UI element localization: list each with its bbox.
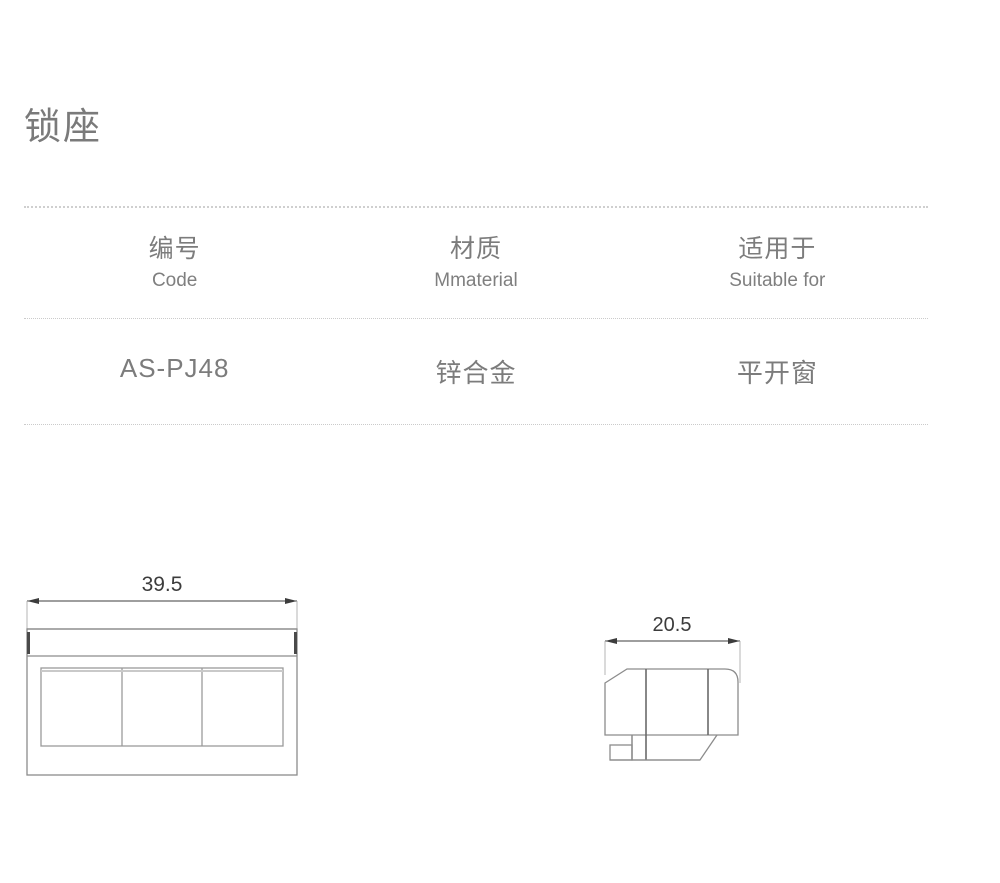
side-view-notch-tab xyxy=(609,744,633,761)
table-divider-middle xyxy=(24,317,928,319)
table-divider-bottom xyxy=(24,423,928,425)
table-cell-code: AS-PJ48 xyxy=(119,352,230,383)
table-header-suitable-for-en: Suitable for xyxy=(729,270,826,292)
technical-drawings: 39.5 xyxy=(0,555,1000,805)
side-view-base-section xyxy=(631,734,718,761)
table-divider-top xyxy=(24,206,928,208)
table-header-material-en: Mmaterial xyxy=(434,270,518,292)
side-view-drawing: 20.5 xyxy=(580,605,810,795)
front-view-dimension-line xyxy=(26,598,298,775)
side-view-dimension-label: 20.5 xyxy=(653,614,692,636)
table-header-material: 材质 Mmaterial xyxy=(325,234,626,296)
table-header-suitable-for: 适用于 Suitable for xyxy=(627,234,928,296)
table-header-material-cn: 材质 xyxy=(449,235,502,263)
side-view-svg: 20.5 xyxy=(604,614,741,761)
page-title: 锁座 xyxy=(24,106,102,147)
spec-table: 编号 Code 材质 Mmaterial 适用于 Suitable for AS… xyxy=(24,206,928,425)
front-view-body-outline xyxy=(26,628,298,776)
table-header-code: 编号 Code xyxy=(24,234,325,296)
table-header-suitable-for-cn: 适用于 xyxy=(738,235,817,263)
table-header-row: 编号 Code 材质 Mmaterial 适用于 Suitable for xyxy=(24,208,928,318)
front-view-end-ticks xyxy=(27,632,297,654)
front-view-inner-panels xyxy=(40,667,284,747)
table-cell-material: 锌合金 xyxy=(435,357,517,388)
side-view-body-outline xyxy=(604,668,739,736)
table-row: AS-PJ48 锌合金 平开窗 xyxy=(24,319,928,424)
front-view-dimension-label: 39.5 xyxy=(142,573,183,596)
table-header-code-cn: 编号 xyxy=(148,235,201,263)
side-view-dimension-line xyxy=(604,638,741,683)
front-view-drawing: 39.5 xyxy=(10,560,330,800)
table-cell-suitable-for: 平开窗 xyxy=(736,357,818,388)
table-header-code-en: Code xyxy=(151,270,198,292)
side-view-interior-lines xyxy=(645,669,709,760)
front-view-svg: 39.5 xyxy=(26,573,298,776)
